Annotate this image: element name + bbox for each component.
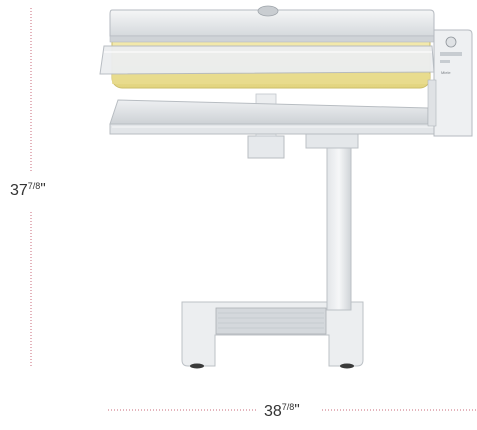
control-panel: Miele: [427, 29, 473, 137]
hood-handle-knob: [257, 5, 279, 17]
width-dimension-label: 387/8": [262, 401, 302, 421]
ironer-hood: [99, 5, 435, 75]
dial-knob-icon: [445, 36, 457, 48]
height-dimension-label: 377/8": [10, 180, 46, 199]
brand-logo: Miele: [441, 70, 451, 75]
ironer-base: [181, 301, 364, 369]
feed-tray: [109, 99, 465, 135]
ironer-stand: [305, 133, 359, 311]
